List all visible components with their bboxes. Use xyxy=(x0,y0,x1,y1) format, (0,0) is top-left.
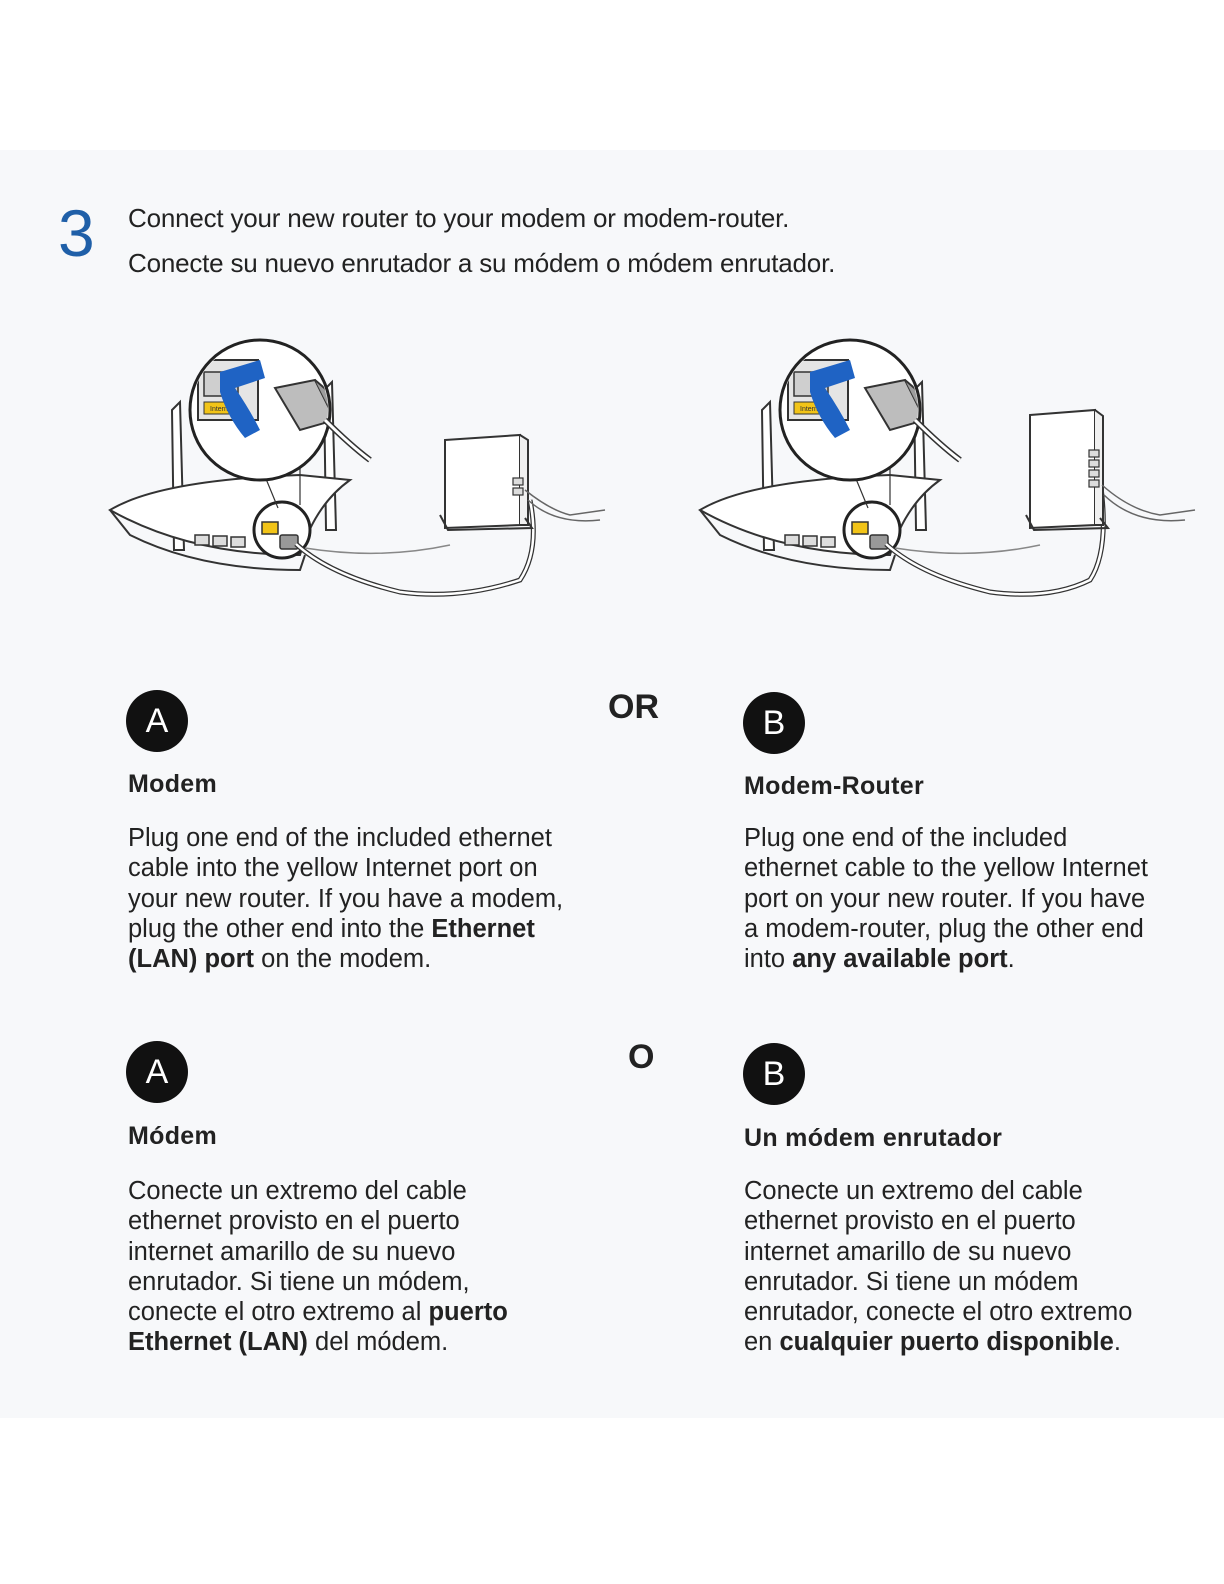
instruction-line: internet amarillo de su nuevo xyxy=(128,1237,508,1267)
body-text: enrutador, conecte el otro extremo xyxy=(744,1298,1133,1327)
step-instruction-en: Connect your new router to your modem or… xyxy=(128,203,790,233)
instruction-panel xyxy=(0,150,1224,1418)
step-instruction-es: Conecte su nuevo enrutador a su módem o … xyxy=(128,248,836,278)
body-text: a modem-router, plug the other end xyxy=(744,914,1144,943)
option-b-badge-es: B xyxy=(743,1043,805,1105)
instruction-line: enrutador. Si tiene un módem, xyxy=(128,1267,508,1297)
instruction-line: Plug one end of the included ethernet xyxy=(128,823,563,853)
instruction-line: port on your new router. If you have xyxy=(744,884,1148,914)
option-a-heading-es: Módem xyxy=(128,1122,217,1150)
body-text: Plug one end of the included ethernet xyxy=(128,824,552,852)
body-text: ethernet cable to the yellow Internet xyxy=(744,854,1149,883)
emphasis-text: (LAN) port xyxy=(128,945,255,974)
step-number: 3 xyxy=(58,196,95,270)
emphasis-text: Ethernet xyxy=(431,914,535,943)
body-text: into xyxy=(744,945,793,974)
instruction-line: Conecte un extremo del cable xyxy=(744,1176,1132,1206)
body-text: Conecte un extremo del cable xyxy=(128,1177,467,1205)
instruction-line: conecte el otro extremo al puerto xyxy=(128,1297,508,1327)
body-text: en xyxy=(744,1328,780,1357)
body-text: Conecte un extremo del cable xyxy=(744,1177,1083,1205)
option-a-badge: A xyxy=(126,690,188,752)
body-text: ethernet provisto en el puerto xyxy=(744,1207,1076,1236)
instruction-line: into any available port. xyxy=(744,944,1148,974)
instruction-line: your new router. If you have a modem, xyxy=(128,884,563,914)
or-divider: OR xyxy=(608,688,659,726)
instruction-line: a modem-router, plug the other end xyxy=(744,914,1148,944)
instruction-line: ethernet provisto en el puerto xyxy=(744,1206,1132,1236)
body-text: enrutador. Si tiene un módem xyxy=(744,1267,1079,1296)
emphasis-text: puerto xyxy=(428,1298,508,1327)
body-text: del módem. xyxy=(307,1328,449,1357)
body-text: plug the other end into the xyxy=(128,914,432,943)
instruction-line: internet amarillo de su nuevo xyxy=(744,1237,1132,1267)
instruction-line: enrutador, conecte el otro extremo xyxy=(744,1297,1132,1327)
body-text: internet amarillo de su nuevo xyxy=(128,1237,456,1266)
option-b-heading-es: Un módem enrutador xyxy=(744,1124,1003,1152)
body-text: conecte el otro extremo al xyxy=(128,1298,429,1327)
body-text: Plug one end of the included xyxy=(744,824,1068,852)
instruction-line: enrutador. Si tiene un módem xyxy=(744,1267,1132,1297)
instruction-line: en cualquier puerto disponible. xyxy=(744,1327,1132,1357)
emphasis-text: cualquier puerto disponible xyxy=(779,1328,1114,1357)
option-a-badge-es: A xyxy=(126,1041,188,1103)
option-b-heading: Modem-Router xyxy=(744,772,924,800)
instruction-line: Plug one end of the included xyxy=(744,823,1148,853)
body-text: cable into the yellow Internet port on xyxy=(128,854,538,883)
modem-connection-illustration: Internet xyxy=(108,338,606,597)
body-text: . xyxy=(1007,945,1015,974)
instruction-line: (LAN) port on the modem. xyxy=(128,944,563,974)
instruction-line: Conecte un extremo del cable xyxy=(128,1176,508,1206)
instruction-line: ethernet cable to the yellow Internet xyxy=(744,853,1148,883)
body-text: . xyxy=(1113,1328,1121,1357)
internet-port-label: Internet xyxy=(210,406,234,413)
body-text: enrutador. Si tiene un módem, xyxy=(128,1267,470,1296)
body-text: your new router. If you have a modem, xyxy=(128,884,564,913)
instruction-line: plug the other end into the Ethernet xyxy=(128,914,563,944)
option-b-badge: B xyxy=(743,692,805,754)
body-text: port on your new router. If you have xyxy=(744,884,1146,913)
instruction-line: cable into the yellow Internet port on xyxy=(128,853,563,883)
instruction-line: ethernet provisto en el puerto xyxy=(128,1206,508,1236)
body-text: ethernet provisto en el puerto xyxy=(128,1207,460,1236)
instruction-line: Ethernet (LAN) del módem. xyxy=(128,1327,508,1357)
emphasis-text: any available port xyxy=(792,945,1008,974)
body-text: on the modem. xyxy=(254,945,432,974)
internet-port-label: Internet xyxy=(800,406,824,413)
or-divider-es: O xyxy=(628,1038,655,1076)
emphasis-text: Ethernet (LAN) xyxy=(128,1328,308,1357)
modem-router-connection-illustration: Internet xyxy=(698,338,1196,597)
body-text: internet amarillo de su nuevo xyxy=(744,1237,1072,1266)
option-a-heading: Modem xyxy=(128,770,217,798)
